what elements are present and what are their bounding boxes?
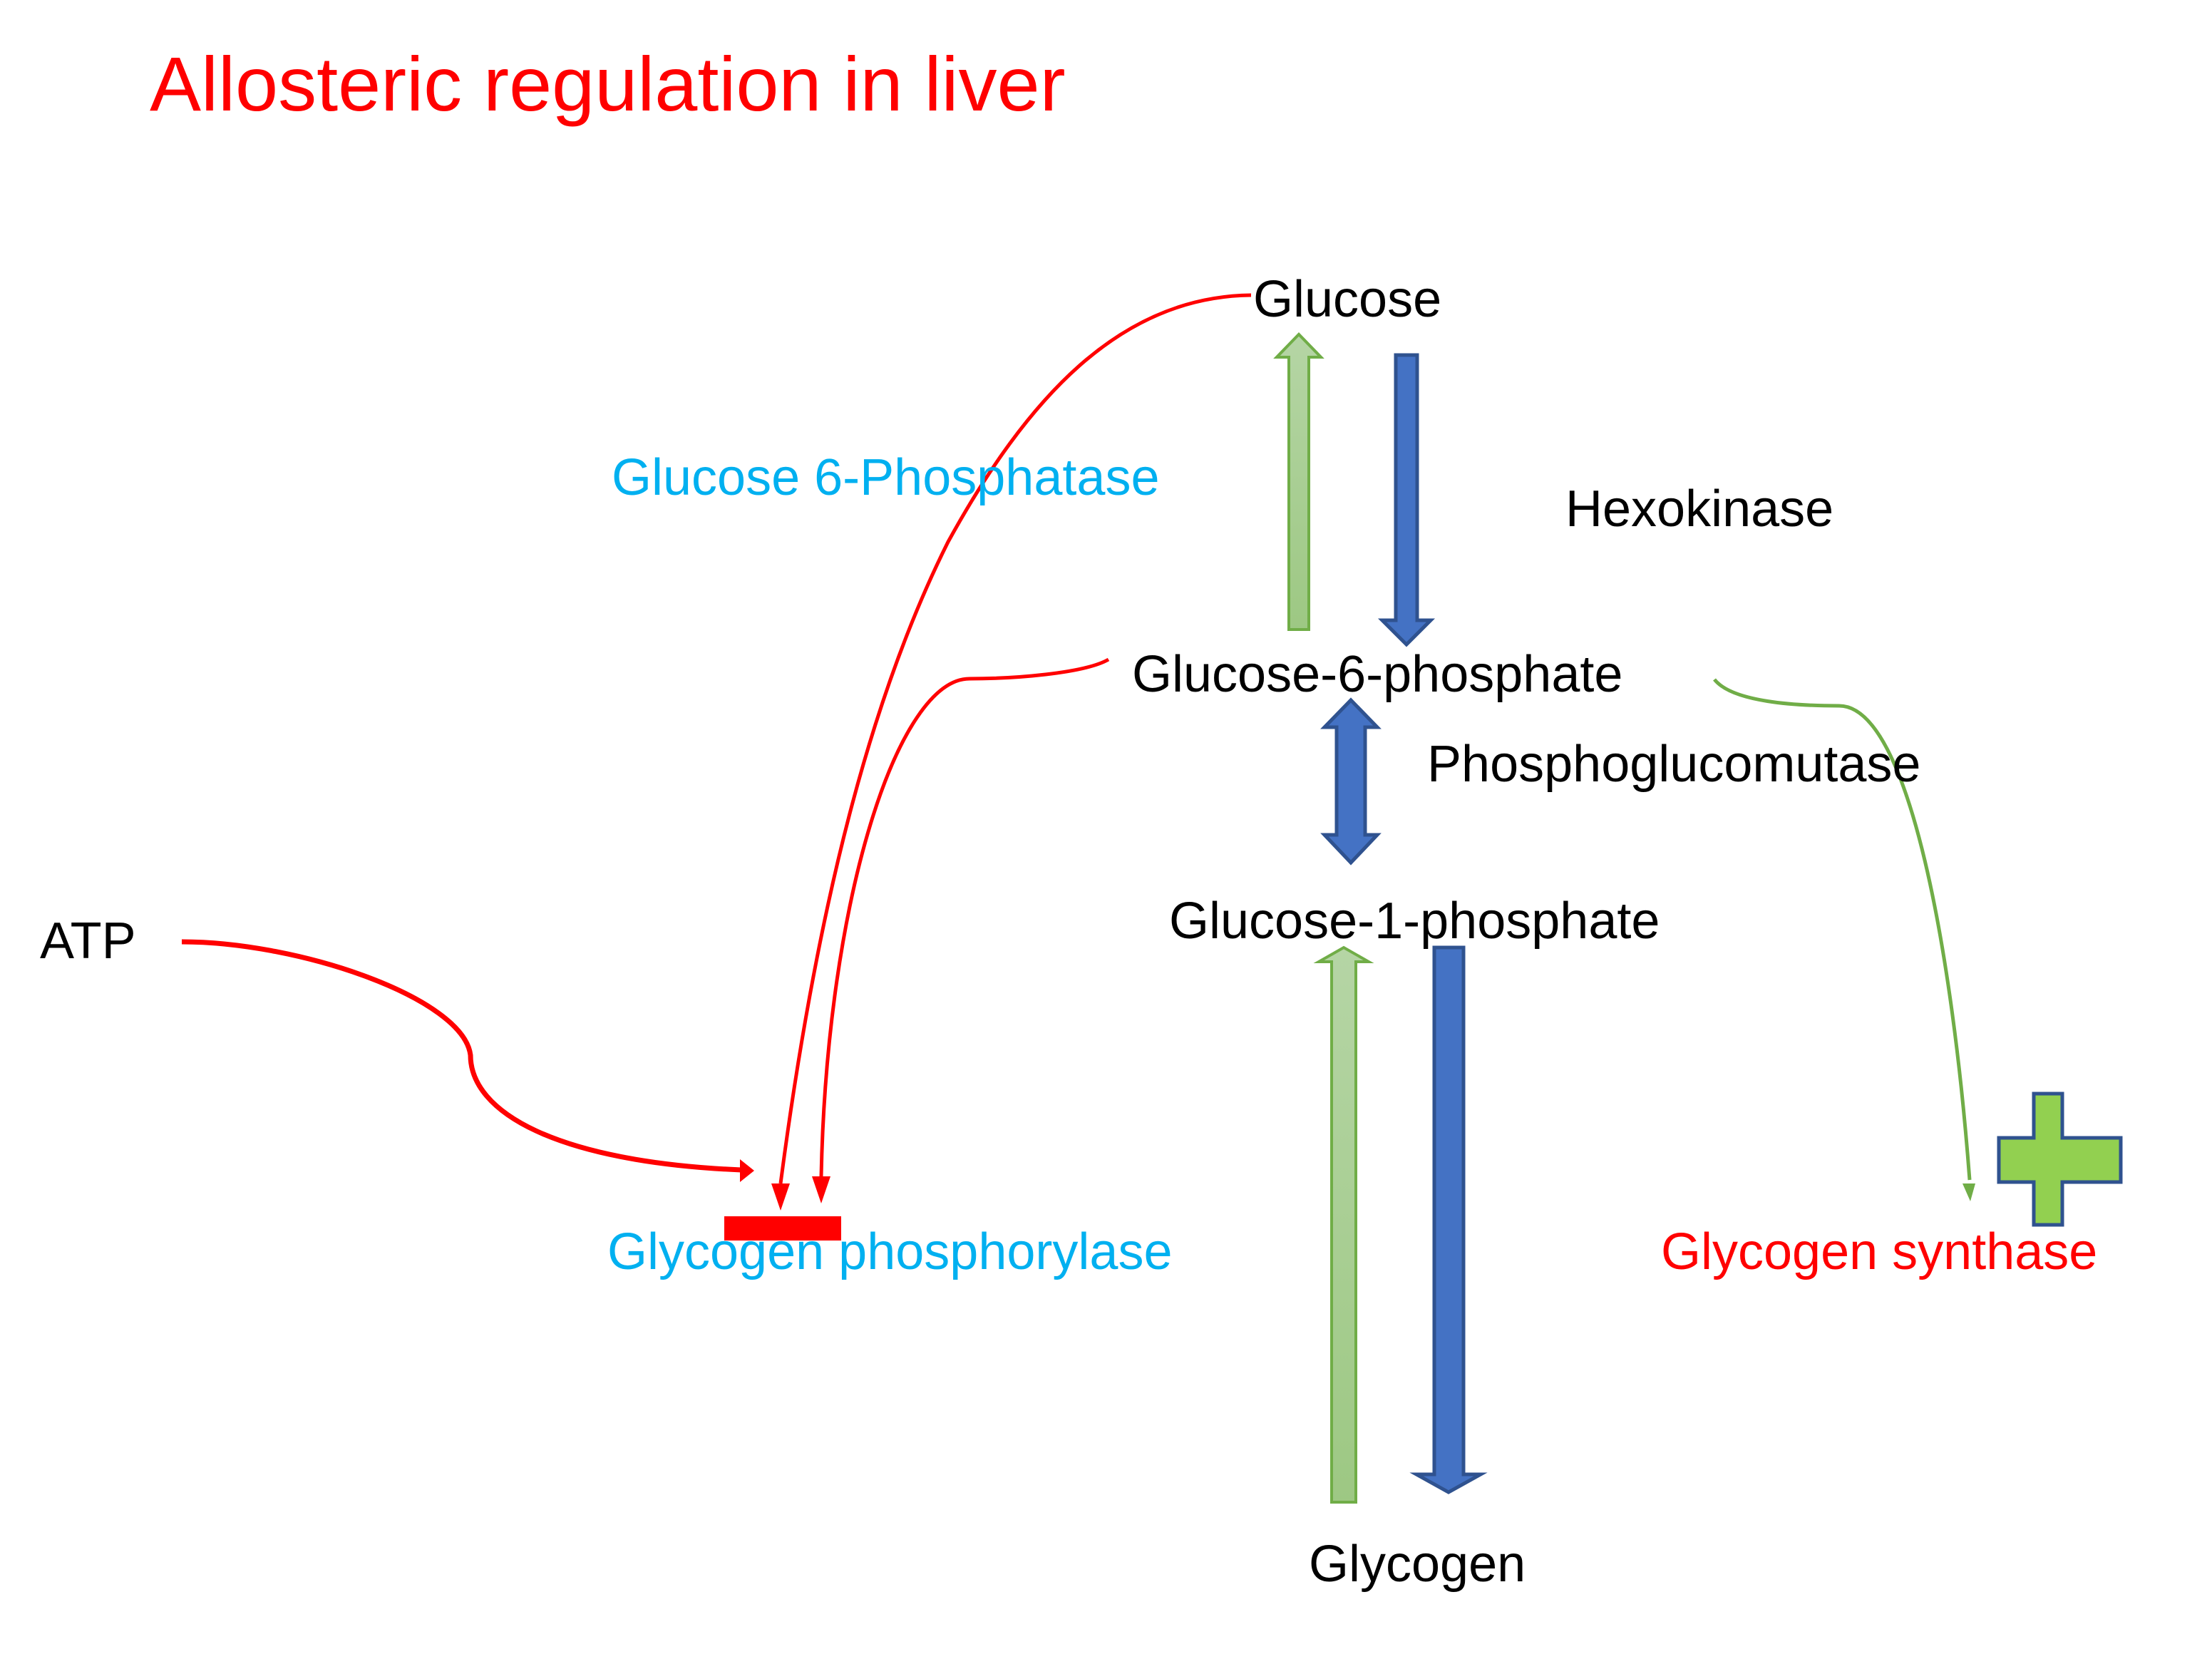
metabolite-glucose: Glucose bbox=[1253, 271, 1442, 328]
page-title: Allosteric regulation in liver bbox=[150, 41, 1066, 127]
enzyme-glucose-6-phosphatase: Glucose 6-Phosphatase bbox=[612, 449, 1160, 506]
inhibition-bar bbox=[724, 1216, 841, 1241]
metabolite-glucose-1-phosphate: Glucose-1-phosphate bbox=[1169, 893, 1660, 950]
glucose-inhibition-arrowhead bbox=[771, 1183, 790, 1211]
g6p-inhibition-arrowhead bbox=[812, 1176, 830, 1203]
glucose-inhibition-line bbox=[778, 293, 1252, 1184]
atp-inhibition-line bbox=[181, 939, 742, 1173]
metabolite-atp: ATP bbox=[40, 913, 136, 970]
glycogen-phosphorylase-up-arrow bbox=[1313, 945, 1374, 1504]
g6p-inhibition-line bbox=[819, 657, 1110, 1177]
g6pase-up-arrow-body bbox=[1273, 332, 1324, 631]
metabolite-glucose-6-phosphate: Glucose-6-phosphate bbox=[1132, 646, 1623, 703]
enzyme-hexokinase: Hexokinase bbox=[1565, 481, 1834, 538]
g6p-activation-arrowhead bbox=[1962, 1183, 1975, 1201]
phosphoglucomutase-double-arrow bbox=[1320, 697, 1382, 866]
enzyme-glycogen-synthase: Glycogen synthase bbox=[1661, 1223, 2098, 1280]
metabolite-glycogen: Glycogen bbox=[1309, 1536, 1526, 1593]
enzyme-glycogen-phosphorylase: Glycogen phosphorylase bbox=[607, 1223, 1173, 1280]
glycogen-synthase-down-arrow bbox=[1409, 945, 1488, 1494]
enzyme-phosphoglucomutase: Phosphoglucomutase bbox=[1427, 736, 1921, 793]
atp-inhibition-arrowhead bbox=[740, 1159, 754, 1182]
g6p-activation-line bbox=[1713, 678, 1972, 1181]
hexokinase-down-arrow bbox=[1377, 353, 1436, 647]
plus-icon bbox=[1997, 1092, 2123, 1227]
